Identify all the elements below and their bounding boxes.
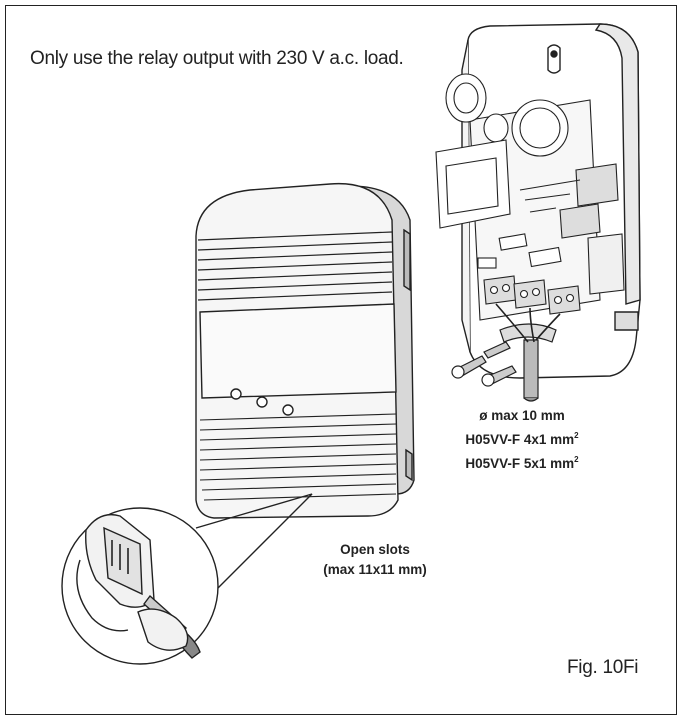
cable-type-4x1: H05VV-F 4x1 mm2: [465, 431, 579, 447]
detail-callout: [61, 493, 313, 665]
circuit-board: [435, 73, 625, 321]
relay-load-notice: Only use the relay output with 230 V a.c…: [30, 48, 404, 69]
cable-diameter: ø max 10 mm: [479, 408, 565, 423]
cable-spec-label: ø max 10 mm H05VV-F 4x1 mm2 H05VV-F 5x1 …: [452, 406, 592, 474]
cable-type-5x1: H05VV-F 5x1 mm2: [465, 455, 579, 471]
open-slots-size: (max 11x11 mm): [323, 562, 427, 577]
figure-caption: Fig. 10Fi: [567, 657, 639, 678]
open-slots-title: Open slots: [340, 542, 410, 557]
open-slots-label: Open slots (max 11x11 mm): [290, 540, 460, 580]
closed-device: [195, 182, 415, 519]
cable-and-screws: [451, 303, 561, 402]
